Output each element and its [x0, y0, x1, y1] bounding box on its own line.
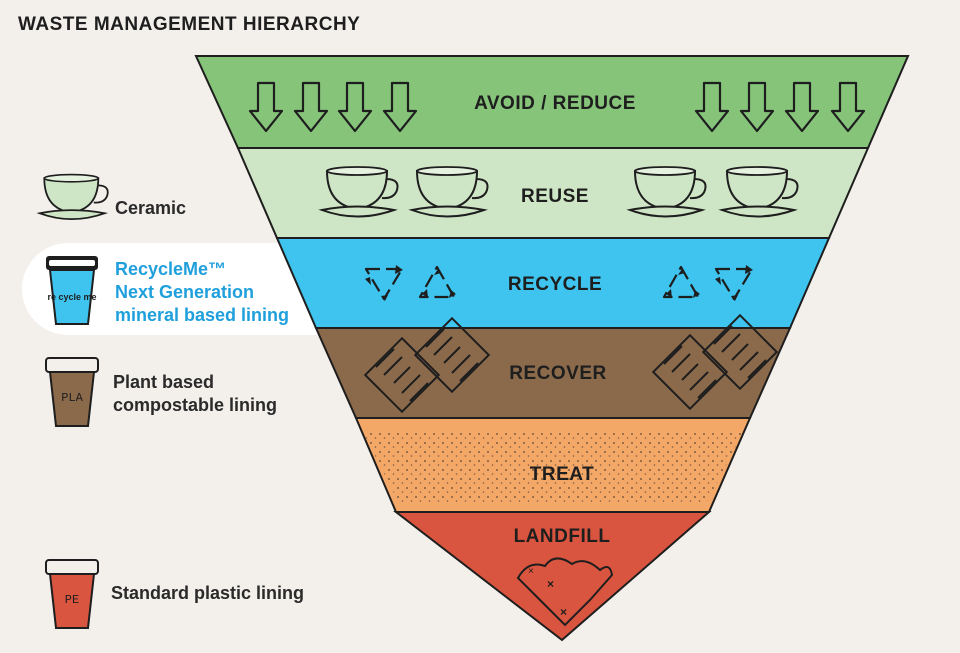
- page-title: WASTE MANAGEMENT HIERARCHY: [18, 14, 361, 35]
- legend-line: compostable lining: [113, 395, 278, 415]
- layer-label-recycle: RECYCLE: [508, 274, 602, 295]
- legend-line: Next Generation: [115, 282, 255, 302]
- legend-label-recycleme: RecycleMe™ Next Generation mineral based…: [115, 258, 289, 327]
- svg-text:×: ×: [528, 566, 534, 577]
- pla-cup-text: PLA: [61, 391, 83, 405]
- recycleme-cup-icon: re cycle me: [46, 256, 98, 325]
- layer-label-avoid-reduce: AVOID / REDUCE: [474, 93, 636, 114]
- svg-text:×: ×: [560, 605, 567, 619]
- legend-label-pla: Plant based compostable lining: [113, 371, 277, 417]
- legend-label-pe: Standard plastic lining: [111, 583, 305, 603]
- svg-text:×: ×: [547, 577, 554, 591]
- legend-line: mineral based lining: [115, 305, 290, 325]
- layer-treat-dots: [362, 430, 744, 505]
- pe-cup-text: PE: [65, 593, 79, 607]
- pla-cup-icon: PLA: [45, 357, 99, 427]
- pe-cup-icon: PE: [45, 559, 99, 629]
- ceramic-cup-icon: [38, 173, 109, 221]
- layer-label-reuse: REUSE: [521, 186, 589, 207]
- recycleme-cup-text: re cycle me: [47, 292, 96, 302]
- rubble-icon: × × ×: [516, 557, 614, 627]
- layer-landfill: [393, 511, 712, 642]
- layer-label-recover: RECOVER: [509, 363, 606, 384]
- legend-line: Plant based: [113, 372, 215, 392]
- legend-label-ceramic: Ceramic: [115, 198, 187, 218]
- layer-label-landfill: LANDFILL: [514, 526, 611, 547]
- legend-line: RecycleMe™: [115, 259, 227, 279]
- layer-label-treat: TREAT: [530, 464, 594, 485]
